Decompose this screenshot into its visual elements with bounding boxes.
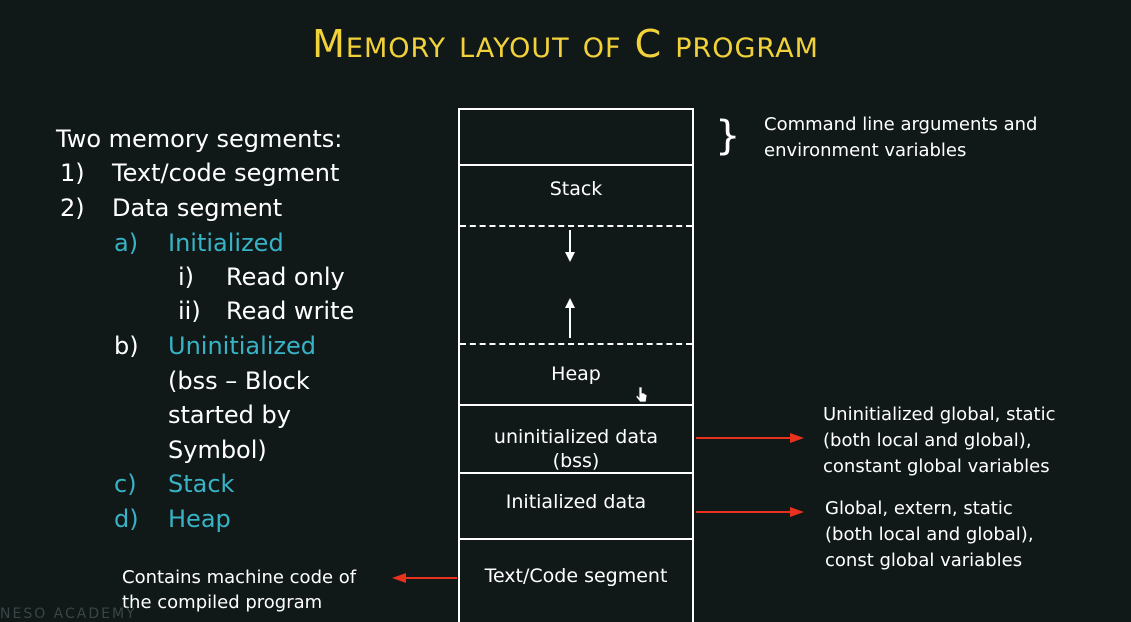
note-text-segment-line: the compiled program	[122, 592, 323, 613]
list-marker: ii)	[178, 297, 201, 325]
note-cmdline-line: environment variables	[764, 140, 967, 161]
list-marker: b)	[114, 332, 139, 360]
list-item-read-write: Read write	[226, 297, 355, 325]
list-marker: d)	[114, 505, 139, 533]
segment-heap: Heap	[551, 363, 601, 385]
list-heading: Two memory segments:	[56, 125, 343, 153]
slide-title: Memory layout of C program	[312, 22, 819, 66]
note-cmdline-line: Command line arguments and	[764, 114, 1038, 135]
note-initialized-line: Global, extern, static	[825, 498, 1013, 519]
segment-bss-label: uninitialized data	[493, 426, 659, 448]
list-marker: 2)	[60, 194, 85, 222]
segment-initialized-data: Initialized data	[505, 491, 647, 513]
note-text-segment-line: Contains machine code of	[122, 567, 357, 588]
list-item-stack: Stack	[168, 470, 235, 498]
list-item-text-code: Text/code segment	[112, 159, 340, 187]
segment-bss-label: (bss)	[552, 450, 600, 472]
list-marker: c)	[114, 470, 137, 498]
note-bss-line: constant global variables	[823, 456, 1050, 477]
watermark: NESO ACADEMY	[0, 606, 137, 622]
list-item-data-segment: Data segment	[112, 194, 283, 222]
memory-layout-diagram: Stack Heap uninitialized data (bss) Init…	[458, 108, 694, 622]
note-initialized-line: const global variables	[825, 550, 1023, 571]
list-item-uninitialized: Uninitialized	[168, 332, 317, 360]
note-bss-line: (both local and global),	[823, 430, 1032, 451]
segment-divider	[460, 404, 692, 406]
heap-grow-up-arrow-icon	[565, 298, 575, 338]
stack-limit-dashed-line	[460, 225, 692, 227]
list-item-bss-line: Symbol)	[168, 436, 267, 464]
segment-divider	[460, 164, 692, 166]
stack-grow-down-arrow-icon	[565, 230, 575, 262]
arrow-right-icon	[696, 507, 804, 517]
list-item-initialized: Initialized	[168, 229, 284, 257]
segment-text-code: Text/Code segment	[484, 565, 668, 587]
list-item-heap: Heap	[168, 505, 231, 533]
brace-icon: }	[715, 113, 741, 159]
segment-divider	[460, 538, 692, 540]
segment-divider	[460, 472, 692, 474]
arrow-right-icon	[696, 433, 804, 443]
segment-stack: Stack	[549, 178, 603, 200]
heap-limit-dashed-line	[460, 343, 692, 345]
arrow-left-icon	[392, 573, 457, 583]
list-item-read-only: Read only	[226, 263, 345, 291]
mouse-pointer-icon	[635, 386, 648, 403]
list-item-bss-line: (bss – Block	[168, 367, 310, 395]
list-marker: 1)	[60, 159, 85, 187]
list-marker: a)	[114, 229, 139, 257]
note-bss-line: Uninitialized global, static	[823, 404, 1056, 425]
list-marker: i)	[178, 263, 195, 291]
note-initialized-line: (both local and global),	[825, 524, 1034, 545]
growth-arrows	[565, 230, 575, 338]
list-item-bss-line: started by	[168, 401, 291, 429]
